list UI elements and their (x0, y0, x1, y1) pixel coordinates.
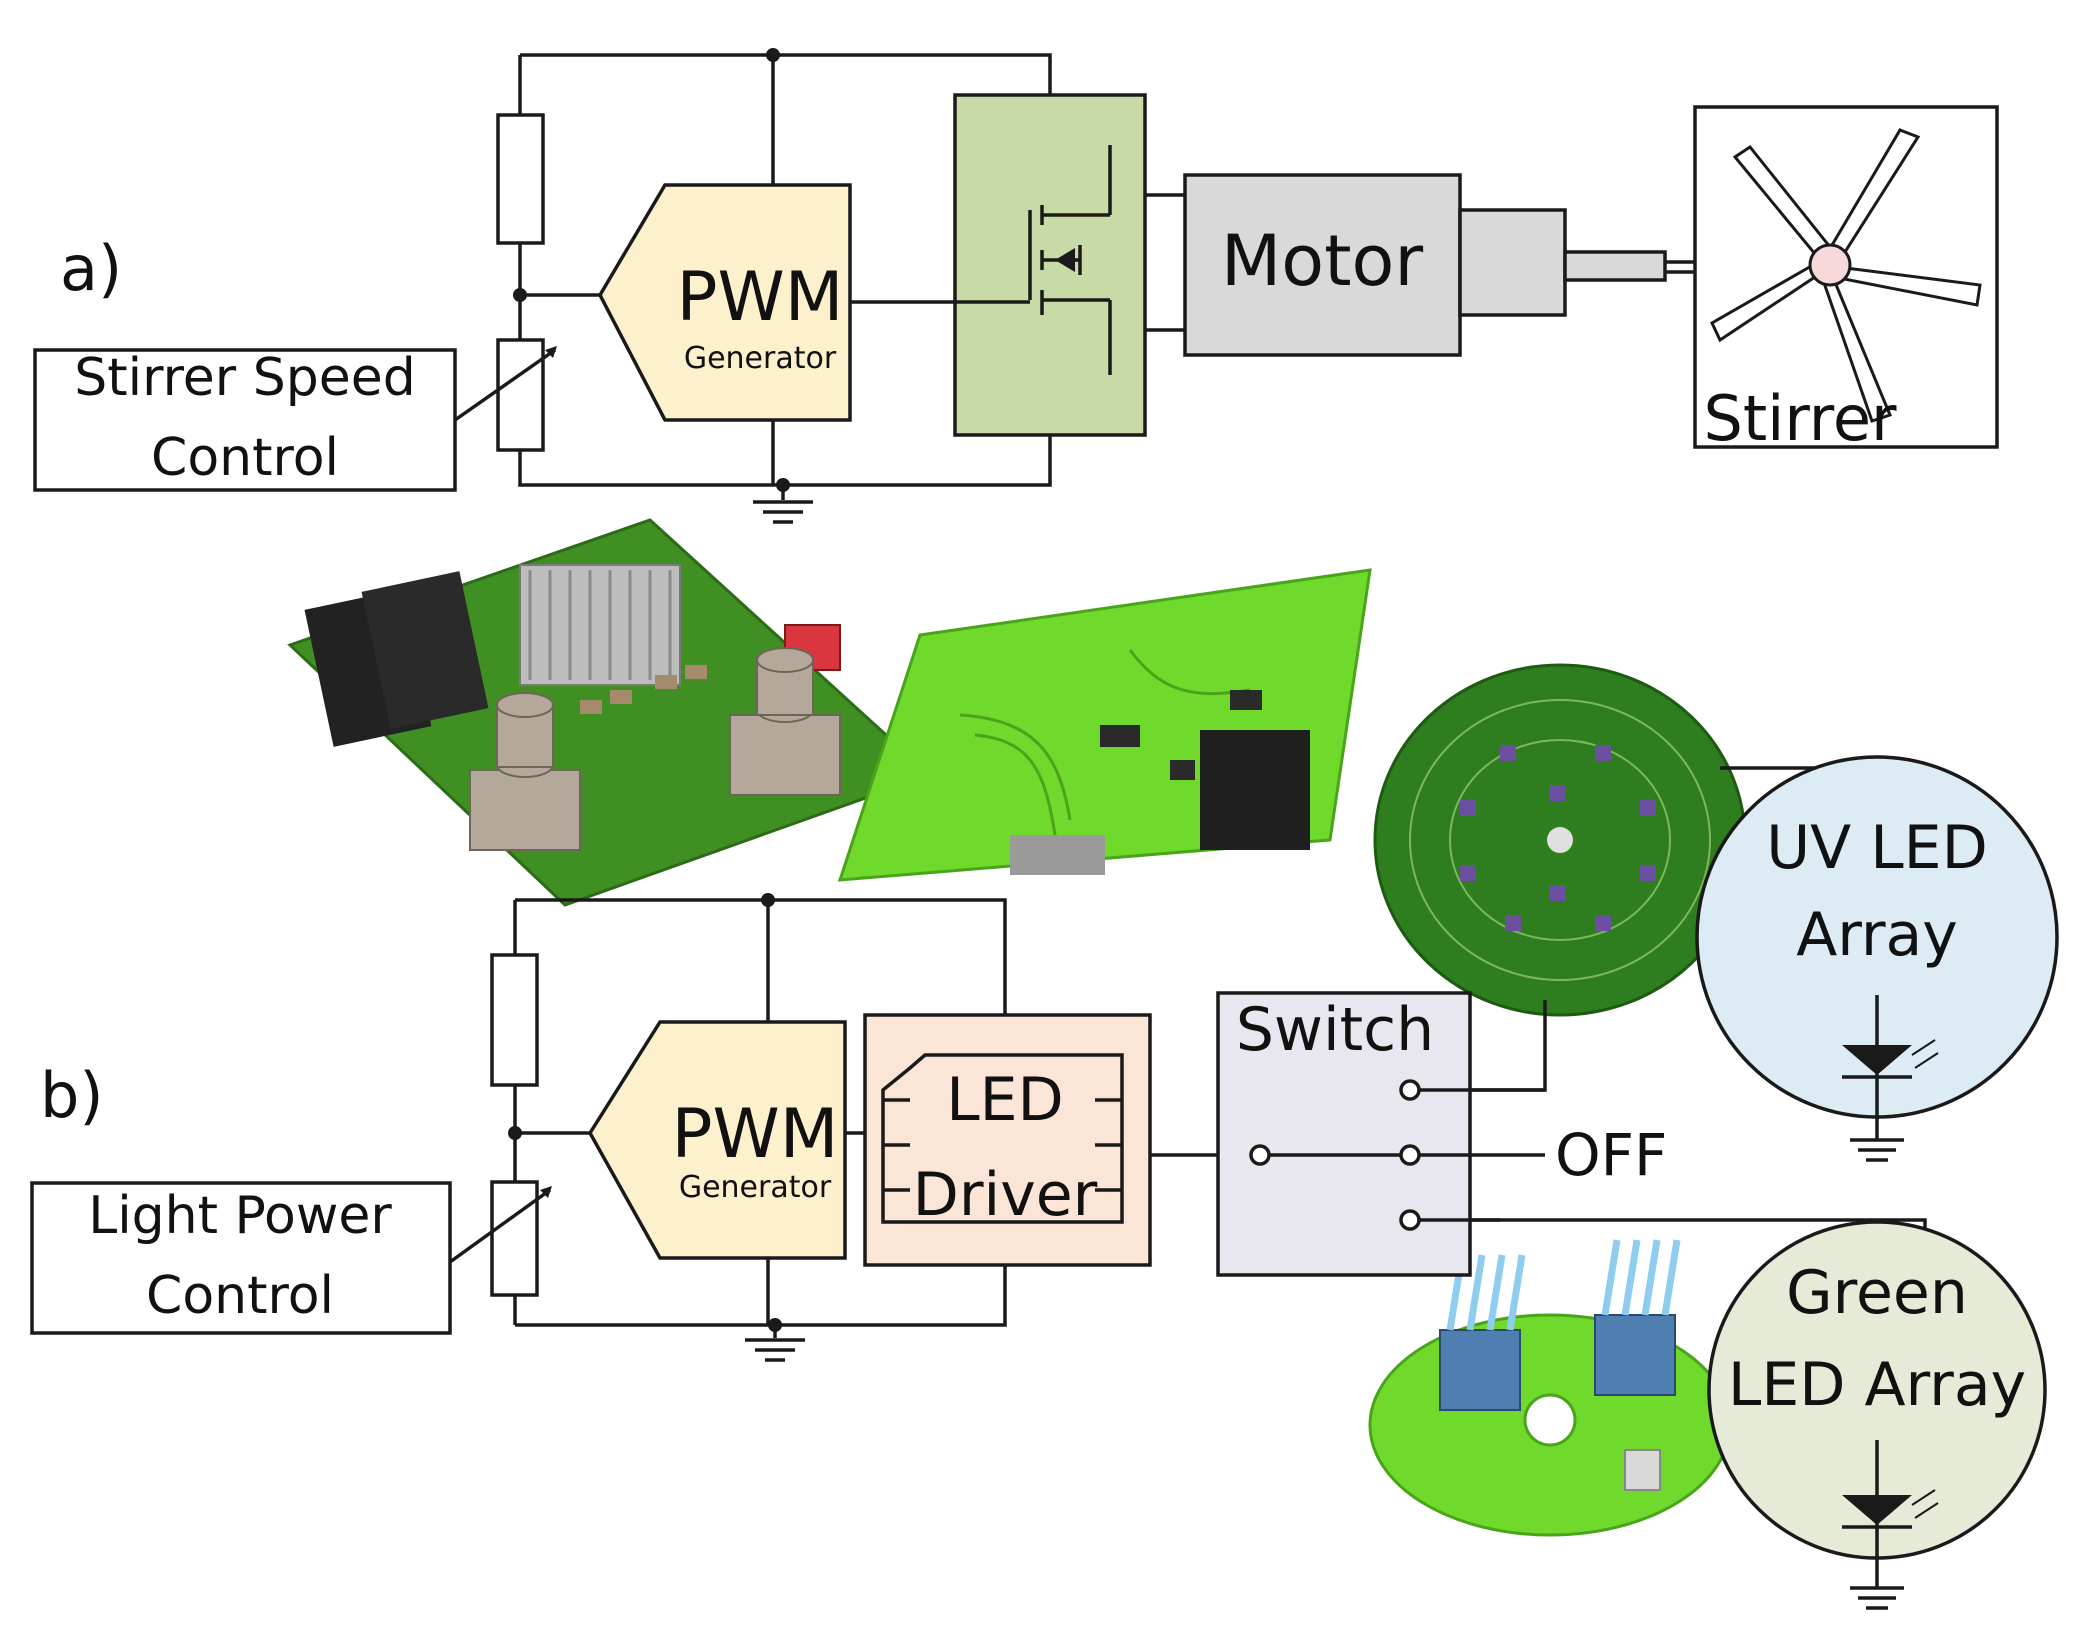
ground-icon (745, 1325, 805, 1362)
potentiometer-icon (448, 1180, 552, 1297)
pcb-render-green-led-board (1368, 1239, 1732, 1537)
uv-label-line2: Array (1796, 900, 1958, 970)
stirrer-speed-control-box: Stirrer Speed Control (33, 348, 457, 492)
green-label-line2: LED Array (1728, 1350, 2026, 1420)
ground-icon (753, 485, 813, 524)
control-label-line2: Control (151, 428, 339, 488)
pwm-sublabel: Generator (684, 341, 837, 376)
uv-led-array: UV LED Array (1695, 755, 2059, 1162)
motor-block: Motor (1183, 173, 1830, 357)
pwm-sublabel: Generator (679, 1170, 832, 1205)
led-diode-icon (1842, 995, 1939, 1162)
mosfet-driver-block (953, 93, 1185, 437)
pwm-generator-b: PWM Generator (587, 1020, 847, 1260)
light-power-control-box: Light Power Control (30, 1181, 452, 1335)
stirrer-label: Stirrer (1703, 382, 1897, 455)
pcb-render-controller-board (287, 518, 933, 907)
pcb-render-uv-led-board (1373, 663, 1747, 1017)
resistor-icon (496, 113, 545, 245)
pwm-label: PWM (677, 258, 844, 337)
off-label: OFF (1555, 1121, 1667, 1189)
led-diode-icon (1842, 1440, 1939, 1610)
led-driver-block: LED Driver (863, 1013, 1152, 1267)
switch-label: Switch (1236, 995, 1434, 1065)
stirrer-propeller-icon (1710, 128, 1982, 423)
pwm-label: PWM (672, 1095, 839, 1174)
pcb-render-led-driver-board (837, 568, 1372, 882)
panel-a-label: a) (60, 232, 122, 305)
potentiometer-icon (453, 338, 557, 452)
switch-block: Switch OFF (1216, 991, 1927, 1277)
driver-label-line2: Driver (913, 1160, 1098, 1230)
pwm-generator-a: PWM Generator (597, 183, 852, 422)
panel-b-label: b) (40, 1059, 104, 1132)
panel-a: a) St (33, 48, 1999, 524)
control-label-line2: Control (146, 1266, 334, 1326)
resistor-icon (490, 953, 539, 1087)
driver-label-line1: LED (946, 1065, 1064, 1135)
panel-b: b) (30, 755, 2059, 1610)
uv-label-line1: UV LED (1766, 813, 1988, 883)
mosfet-icon (955, 145, 1112, 375)
motor-label: Motor (1221, 220, 1423, 302)
control-label-line1: Stirrer Speed (74, 348, 415, 408)
green-led-array: Green LED Array (1707, 1220, 2047, 1610)
control-label-line1: Light Power (88, 1186, 392, 1246)
stirrer-box: Stirrer (1693, 105, 1999, 455)
green-label-line1: Green (1786, 1258, 1968, 1328)
